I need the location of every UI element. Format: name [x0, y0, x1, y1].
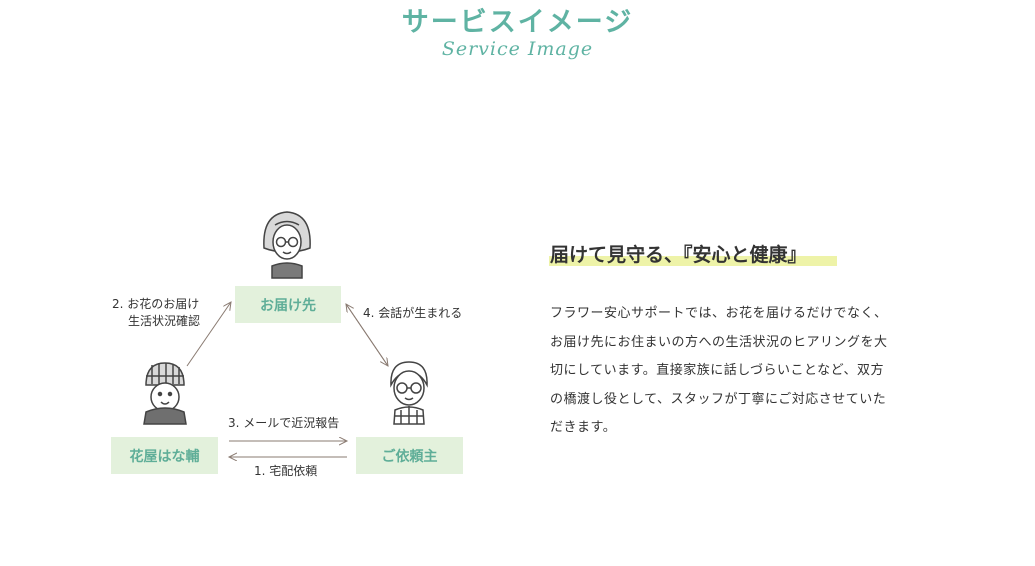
node-requester: ご依頼主	[356, 437, 463, 474]
section-paragraph: フラワー安心サポートでは、お花を届けるだけでなく、 お届け先にお住まいの方への生…	[550, 300, 935, 443]
arrow-step2	[186, 302, 231, 367]
paragraph-line: の橋渡し役として、スタッフが丁寧にご対応させていた	[550, 391, 887, 407]
label-step3: 3. メールで近況報告	[228, 416, 340, 430]
paragraph-line: フラワー安心サポートでは、お花を届けるだけでなく、	[550, 306, 888, 321]
section-heading: 届けて見守る、『安心と健康』	[550, 244, 807, 266]
arrow-step4-down	[345, 303, 388, 366]
paragraph-line: お届け先にお住まいの方への生活状況のヒアリングを大	[550, 334, 888, 350]
node-recipient: お届け先	[235, 286, 341, 323]
label-step2-line1: 2. お花のお届け	[112, 297, 200, 311]
node-florist: 花屋はな輔	[111, 437, 218, 474]
page-subtitle: Service Image	[441, 38, 594, 60]
label-step1: 1. 宅配依頼	[254, 464, 318, 478]
heading-highlight	[549, 256, 837, 266]
requester-person-icon	[390, 361, 428, 425]
label-step4: 4. 会話が生まれる	[363, 306, 463, 320]
page-title: サービスイメージ	[401, 7, 634, 38]
florist-person-icon	[143, 362, 187, 425]
label-step2-line2: 生活状況確認	[128, 314, 201, 328]
paragraph-line: 切にしています。直接家族に話しづらいことなど、双方	[550, 363, 884, 378]
paragraph-line: だきます。	[550, 420, 617, 435]
elderly-person-icon	[263, 211, 311, 279]
